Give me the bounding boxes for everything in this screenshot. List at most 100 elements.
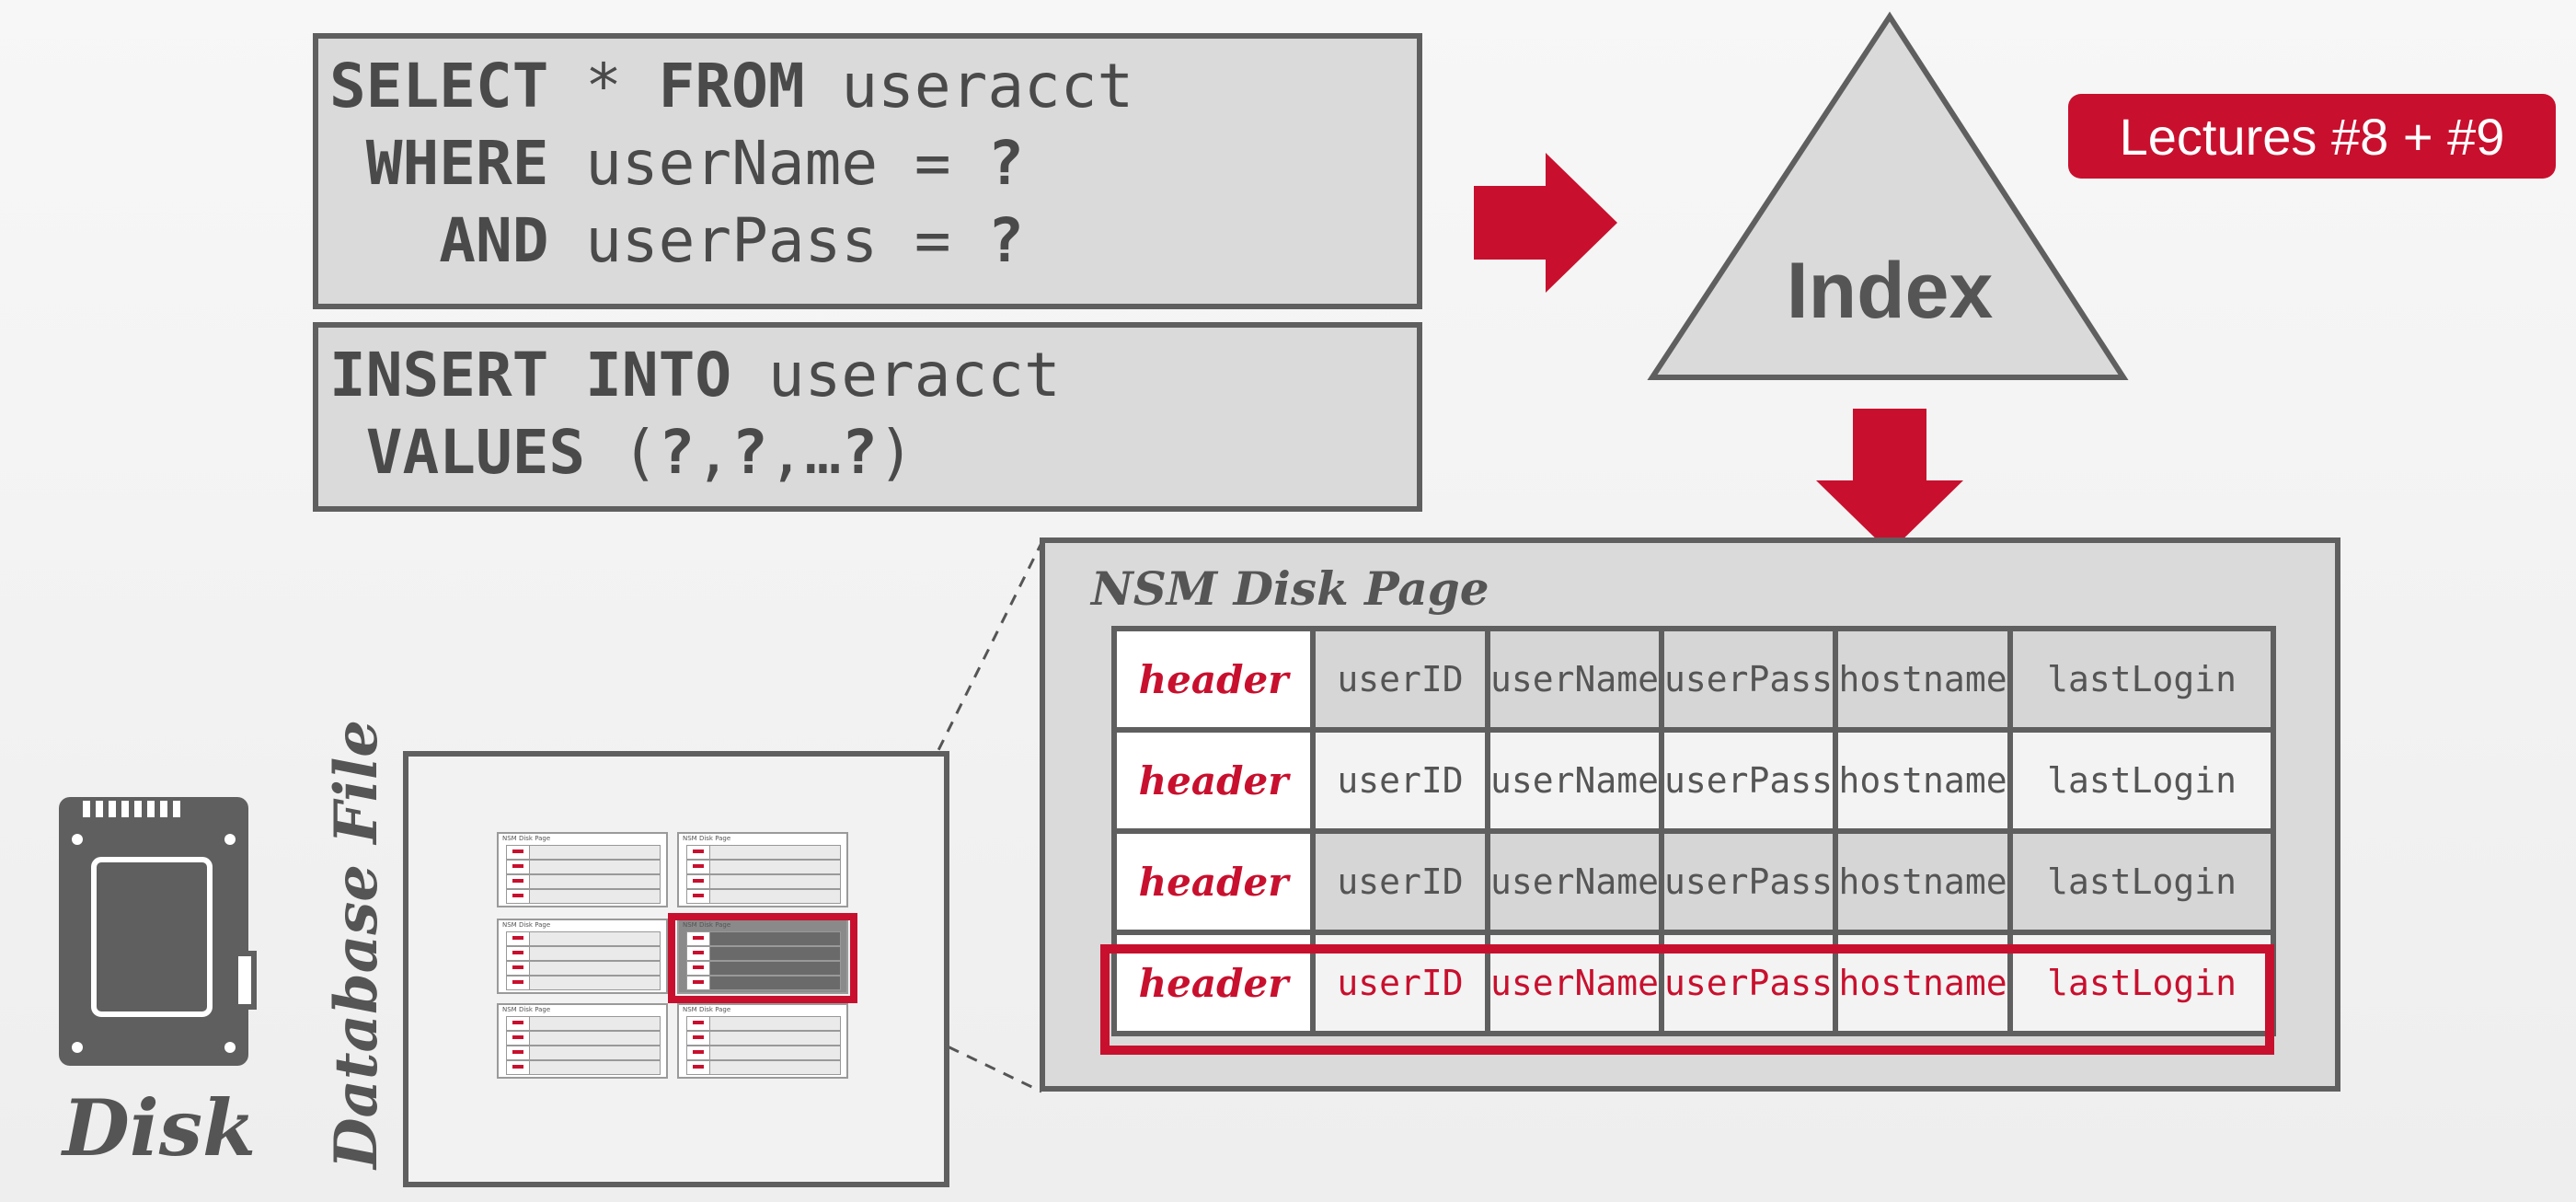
mini-tuple-row [506, 931, 661, 946]
database-file-label: Database File [322, 719, 391, 1169]
cell-hostname: hostname [1833, 626, 2014, 733]
cell-userid: userID [1310, 626, 1490, 733]
sql-keyword: AND [439, 205, 549, 276]
mini-tuple-header [512, 879, 523, 883]
mini-tuple-header [512, 965, 523, 969]
cell-userpass: userPass [1659, 828, 1839, 935]
lecture-badge: Lectures #8 + #9 [2068, 94, 2556, 179]
cell-userid: userID [1310, 930, 1490, 1036]
mini-page-title: NSM Disk Page [683, 921, 731, 929]
mini-page-title: NSM Disk Page [502, 921, 551, 929]
nsm-disk-page: NSM Disk Page header userID userName use… [1040, 537, 2340, 1092]
zoom-line-bottom [857, 1001, 1042, 1093]
mini-tuple-header [693, 936, 704, 940]
sql-paren: ( [621, 417, 659, 488]
mini-tuple-header [693, 951, 704, 954]
cell-userid: userID [1310, 727, 1490, 834]
sql-keyword: WHERE [365, 128, 549, 199]
mini-nsm-page: NSM Disk Page [497, 832, 668, 907]
mini-tuple-row [686, 961, 841, 976]
sql-keyword: FROM [658, 51, 805, 121]
insert-query-box: INSERT INTO useracct VALUES (?,?,…?) [313, 322, 1422, 512]
mini-tuple-header [693, 879, 704, 883]
mini-page-title: NSM Disk Page [502, 835, 551, 842]
sql-ellipsis: ,… [767, 417, 842, 488]
mini-tuple-header [693, 1050, 704, 1054]
mini-page-highlight [668, 913, 857, 1003]
mini-tuple-header [693, 894, 704, 897]
sql-star: * [585, 51, 622, 121]
cell-username: userName [1484, 626, 1665, 733]
tuple-header: header [1111, 828, 1316, 935]
cell-userpass: userPass [1659, 626, 1839, 733]
mini-nsm-page: NSM Disk Page [497, 919, 668, 994]
tuple-row: header userID userName userPass hostname… [1111, 727, 2277, 834]
cell-lastlogin: lastLogin [2007, 727, 2277, 834]
mini-tuple-row [686, 976, 841, 990]
disk-icon [59, 797, 257, 1066]
mini-tuple-row [686, 1031, 841, 1046]
sql-comma: , [695, 417, 732, 488]
mini-tuple-row [686, 860, 841, 874]
mini-tuple-row [506, 1031, 661, 1046]
mini-tuple-row [506, 961, 661, 976]
nsm-page-title: NSM Disk Page [1091, 561, 1489, 616]
mini-tuple-row [506, 889, 661, 904]
mini-tuple-row [686, 1060, 841, 1075]
mini-tuple-header [693, 1035, 704, 1039]
index-triangle [1647, 11, 2129, 380]
sql-operator: = [914, 205, 951, 276]
mini-nsm-page: NSM Disk Page [677, 1003, 848, 1079]
mini-tuple-row [686, 889, 841, 904]
sql-placeholder: ? [987, 205, 1025, 276]
cell-hostname: hostname [1833, 930, 2014, 1036]
mini-tuple-header [693, 849, 704, 853]
cell-username: userName [1484, 930, 1665, 1036]
cell-lastlogin: lastLogin [2007, 930, 2277, 1036]
mini-tuple-row [506, 1046, 661, 1060]
tuple-header: header [1111, 727, 1316, 834]
mini-tuple-row [506, 860, 661, 874]
mini-tuple-header [512, 1065, 523, 1069]
mini-nsm-page: NSM Disk Page [677, 832, 848, 907]
sql-column: userPass [585, 205, 879, 276]
mini-tuple-row [506, 874, 661, 889]
mini-tuple-row [506, 1016, 661, 1031]
mini-tuple-header [693, 980, 704, 984]
database-file [403, 751, 949, 1187]
sql-operator: = [914, 128, 951, 199]
cell-lastlogin: lastLogin [2007, 626, 2277, 733]
sql-keyword: INSERT INTO [329, 340, 732, 410]
mini-page-title: NSM Disk Page [502, 1006, 551, 1013]
sql-placeholder: ? [658, 417, 696, 488]
mini-tuple-row [506, 1060, 661, 1075]
mini-tuple-row [506, 976, 661, 990]
mini-tuple-header [512, 849, 523, 853]
tuple-row: header userID userName userPass hostname… [1111, 626, 2277, 733]
tuple-header: header [1111, 930, 1316, 1036]
sql-table: useracct [767, 340, 1061, 410]
mini-tuple-header [512, 1021, 523, 1024]
cell-userpass: userPass [1659, 930, 1839, 1036]
sql-placeholder: ? [731, 417, 768, 488]
cell-userpass: userPass [1659, 727, 1839, 834]
mini-tuple-row [506, 946, 661, 961]
mini-tuple-row [686, 1046, 841, 1060]
mini-tuple-row [686, 1016, 841, 1031]
mini-nsm-page: NSM Disk Page [677, 919, 848, 994]
mini-tuple-header [693, 1065, 704, 1069]
cell-lastlogin: lastLogin [2007, 828, 2277, 935]
disk-label: Disk [63, 1082, 257, 1173]
mini-tuple-row [686, 845, 841, 860]
tuple-row: header userID userName userPass hostname… [1111, 828, 2277, 935]
tuple-row-highlighted: header userID userName userPass hostname… [1111, 930, 2277, 1036]
cell-username: userName [1484, 828, 1665, 935]
mini-tuple-row [686, 946, 841, 961]
sql-keyword: SELECT [329, 51, 549, 121]
mini-tuple-header [512, 1050, 523, 1054]
mini-nsm-page: NSM Disk Page [497, 1003, 668, 1079]
mini-page-title: NSM Disk Page [683, 835, 731, 842]
mini-page-title: NSM Disk Page [683, 1006, 731, 1013]
select-query-box: SELECT * FROM useracct WHERE userName = … [313, 33, 1422, 309]
